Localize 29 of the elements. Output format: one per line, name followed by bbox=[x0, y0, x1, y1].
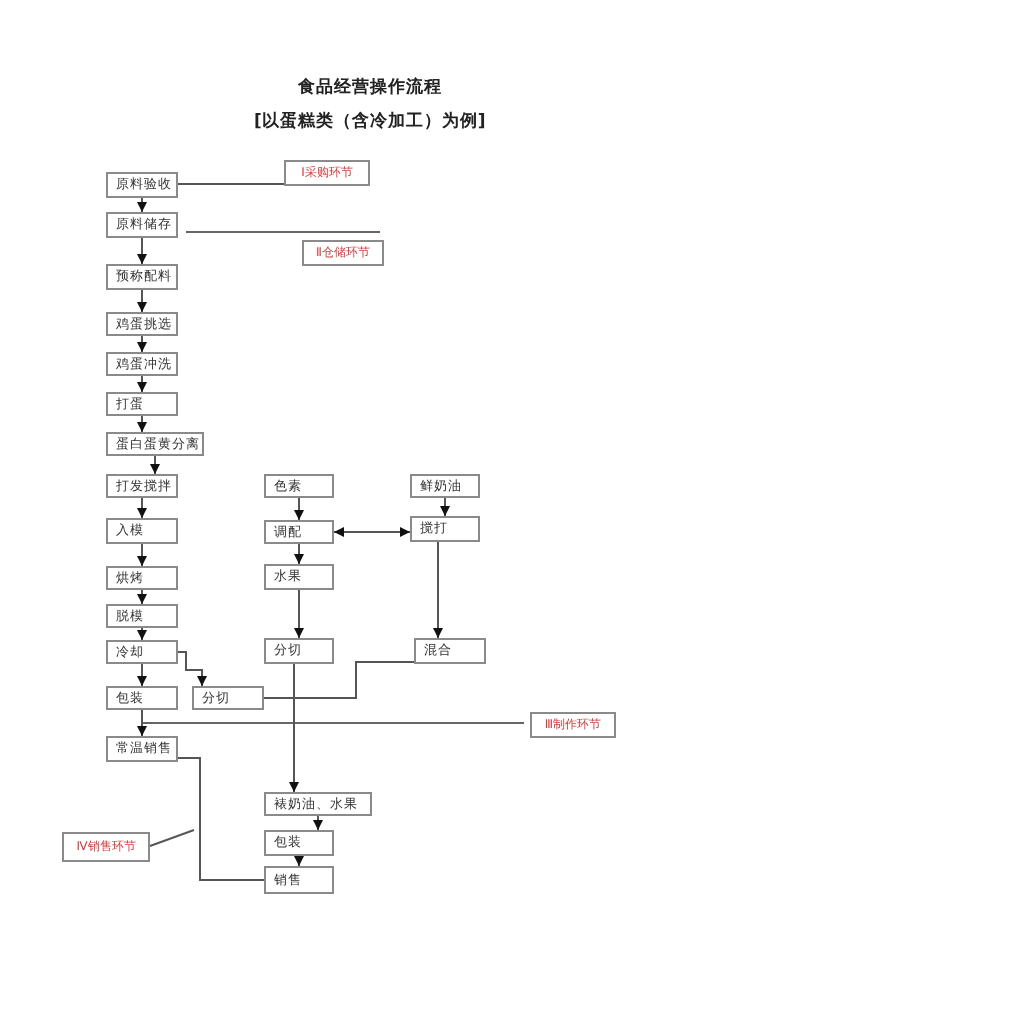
arrow bbox=[333, 527, 411, 537]
arrow bbox=[137, 415, 147, 433]
arrow bbox=[137, 237, 147, 265]
arrow bbox=[313, 815, 323, 831]
arrow bbox=[137, 497, 147, 519]
arrow bbox=[177, 651, 207, 687]
arrow bbox=[294, 497, 304, 521]
arrow bbox=[289, 663, 299, 793]
connector-line bbox=[149, 829, 195, 847]
arrow bbox=[137, 335, 147, 353]
arrow bbox=[137, 543, 147, 567]
subtitle: [以蛋糕类（含冷加工）为例] bbox=[254, 114, 486, 131]
connector-line bbox=[177, 183, 285, 185]
arrow bbox=[294, 855, 304, 867]
connector-line bbox=[263, 661, 415, 699]
arrow bbox=[137, 289, 147, 313]
arrow bbox=[137, 709, 147, 737]
title: 食品经营操作流程 bbox=[298, 80, 442, 97]
arrow bbox=[294, 543, 304, 565]
arrow bbox=[440, 497, 450, 517]
arrow bbox=[137, 375, 147, 393]
arrow bbox=[294, 589, 304, 639]
arrow bbox=[433, 541, 443, 639]
connector-line bbox=[177, 757, 265, 881]
arrow bbox=[137, 197, 147, 213]
arrow bbox=[150, 455, 160, 475]
arrow bbox=[137, 627, 147, 641]
arrow bbox=[137, 663, 147, 687]
arrow bbox=[137, 589, 147, 605]
